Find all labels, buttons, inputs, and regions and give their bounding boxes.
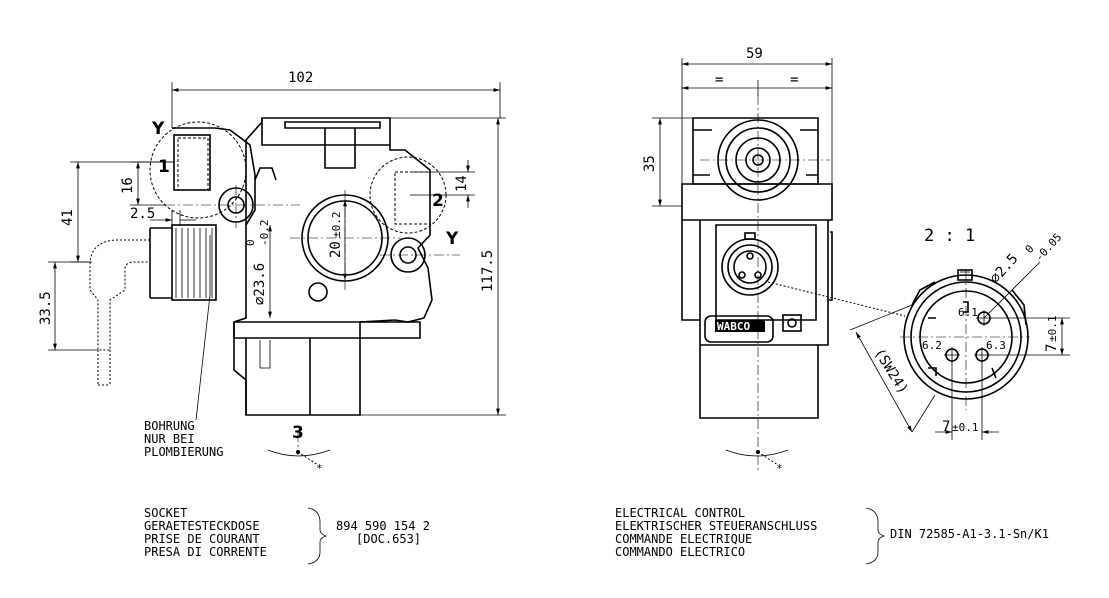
cable-connector	[89, 224, 217, 386]
note-line-3: PLOMBIERUNG	[144, 445, 223, 459]
port-label-2: 2	[432, 191, 444, 211]
port-label-y-right: Y	[445, 229, 459, 249]
dim-23-6-tol-upper: 0	[244, 239, 257, 246]
side-view: 102 117.5 41 16 2.5 33.5 14 ⌀23.6 0 -0.2	[38, 70, 506, 475]
dim-59: 59	[746, 46, 763, 62]
front-view: WABCO 59 = = 35 *	[642, 46, 906, 475]
dim-sw24: (SW24)	[871, 346, 911, 397]
dim-16: 16	[120, 177, 136, 194]
dim-41: 41	[60, 209, 76, 226]
socket-line-1: SOCKET	[144, 506, 187, 520]
socket-spec: SOCKET GERAETESTECKDOSE PRISE DE COURANT…	[144, 506, 430, 565]
dim-pin-tol-lower: -0.05	[1033, 231, 1065, 264]
electrical-line-4: COMMANDO ELECTRICO	[615, 545, 745, 559]
direction-mark-right: *	[776, 462, 783, 475]
port-label-3: 3	[292, 423, 304, 443]
socket-line-4: PRESA DI CORRENTE	[144, 545, 267, 559]
dim-59-eq-right: =	[790, 72, 798, 88]
dim-23-6: ⌀23.6	[252, 263, 268, 305]
electrical-standard: DIN 72585-A1-3.1-Sn/K1	[890, 527, 1049, 541]
pin-label-6-2: 6.2	[922, 339, 942, 352]
electrical-spec: ELECTRICAL CONTROL ELEKTRISCHER STEUERAN…	[615, 506, 1049, 565]
direction-mark: *	[316, 462, 323, 475]
socket-line-2: GERAETESTECKDOSE	[144, 519, 260, 533]
dim-2-5: 2.5	[130, 206, 155, 222]
dim-102: 102	[288, 70, 313, 86]
dim-7-bottom: 7	[942, 419, 950, 435]
scale-label: 2 : 1	[924, 226, 975, 246]
wabco-logo: WABCO	[717, 320, 750, 333]
dim-33-5: 33.5	[38, 291, 54, 325]
socket-line-3: PRISE DE COURANT	[144, 532, 260, 546]
connector-detail: 2 : 1 6.1 6.2 6.3 ⌀2.5 0 -0.05 (SW24) 7 …	[849, 226, 1070, 440]
dim-20: 20	[328, 241, 344, 258]
dim-117-5: 117.5	[480, 250, 496, 292]
dim-35: 35	[642, 155, 658, 172]
note-line-2: NUR BEI	[144, 432, 195, 446]
dim-7-bottom-tol: ±0.1	[952, 421, 979, 434]
dim-7-right-tol: ±0.1	[1046, 316, 1059, 343]
pin-label-6-1: 6.1	[958, 306, 978, 319]
dim-7-right: 7	[1044, 344, 1060, 352]
port-label-1: 1	[158, 157, 170, 177]
dim-pin-diameter: ⌀2.5	[987, 251, 1021, 287]
dim-14: 14	[454, 175, 470, 192]
dim-59-eq-left: =	[715, 72, 723, 88]
dim-20-tol: ±0.2	[330, 212, 343, 239]
electrical-line-3: COMMANDE ELECTRIQUE	[615, 532, 752, 546]
port-label-y-top: Y	[151, 119, 165, 139]
dim-23-6-tol-lower: -0.2	[258, 220, 271, 247]
pin-label-6-3: 6.3	[986, 339, 1006, 352]
socket-doc: [DOC.653]	[356, 532, 421, 546]
socket-part-number: 894 590 154 2	[336, 519, 430, 533]
electrical-line-2: ELEKTRISCHER STEUERANSCHLUSS	[615, 519, 817, 533]
electrical-line-1: ELECTRICAL CONTROL	[615, 506, 745, 520]
note-line-1: BOHRUNG	[144, 419, 195, 433]
